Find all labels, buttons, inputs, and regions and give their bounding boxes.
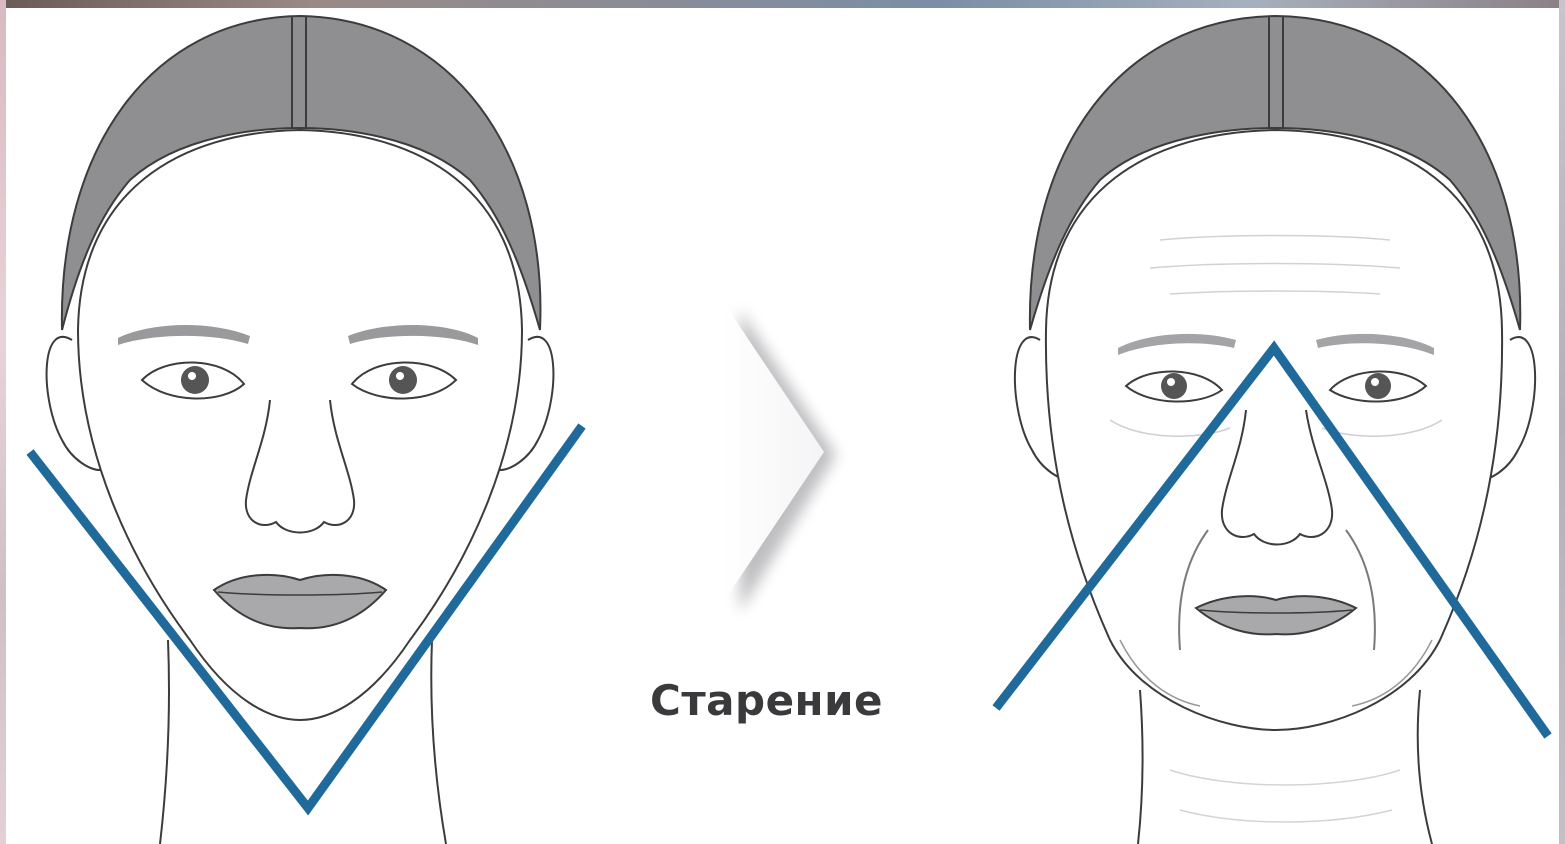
young-iris-right xyxy=(389,366,417,394)
old-face xyxy=(996,16,1548,844)
aging-caption: Старение xyxy=(650,676,880,725)
young-face xyxy=(30,16,582,844)
old-face-outline xyxy=(1046,130,1502,730)
chevron-right-icon xyxy=(722,300,836,612)
young-face-outline xyxy=(78,130,522,720)
young-iris-left xyxy=(181,366,209,394)
